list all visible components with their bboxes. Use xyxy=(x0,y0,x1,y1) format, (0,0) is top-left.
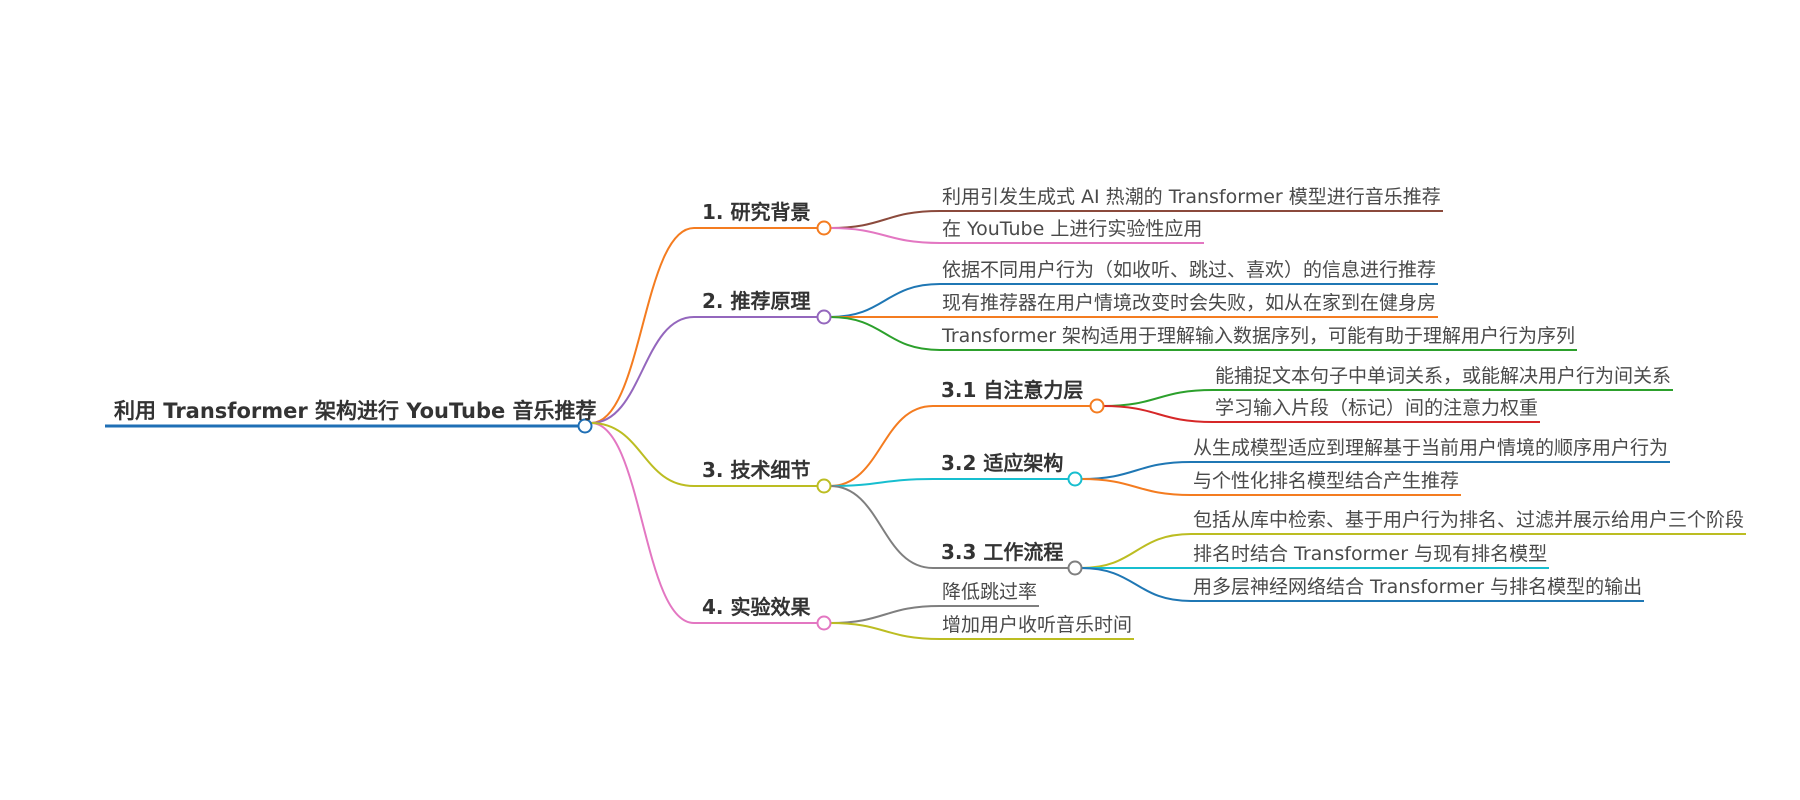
branch-node-circle xyxy=(816,478,832,494)
subbranch-connector xyxy=(829,485,934,569)
branch-node-circle xyxy=(816,615,832,631)
root-node-circle xyxy=(577,418,593,434)
leaf-connector xyxy=(1102,389,1214,407)
leaf-connector xyxy=(1102,405,1214,423)
leaf-topic[interactable]: 降低跳过率 xyxy=(942,581,1038,603)
leaf-topic[interactable]: 现有推荐器在用户情境改变时会失败，如从在家到在健身房 xyxy=(942,292,1437,314)
branch-node-circle xyxy=(816,220,832,236)
leaf-connector xyxy=(1080,533,1192,569)
branch-experiment-results[interactable]: 4. 实验效果 xyxy=(702,595,811,619)
subbranch-self-attention[interactable]: 3.1 自注意力层 xyxy=(941,378,1084,402)
subbranch-connector xyxy=(829,405,934,487)
leaf-connector xyxy=(829,283,941,318)
leaf-topic[interactable]: Transformer 架构适用于理解输入数据序列，可能有助于理解用户行为序列 xyxy=(942,325,1576,347)
leaf-connector xyxy=(1080,461,1192,480)
subbranch-node-circle xyxy=(1089,398,1105,414)
leaf-topic[interactable]: 用多层神经网络结合 Transformer 与排名模型的输出 xyxy=(1193,576,1643,598)
subbranch-workflow[interactable]: 3.3 工作流程 xyxy=(941,540,1064,564)
leaf-topic[interactable]: 排名时结合 Transformer 与现有排名模型 xyxy=(1193,543,1548,565)
leaf-topic[interactable]: 学习输入片段（标记）间的注意力权重 xyxy=(1215,397,1539,419)
leaf-topic[interactable]: 在 YouTube 上进行实验性应用 xyxy=(942,218,1203,240)
branch-connector xyxy=(590,227,695,424)
subbranch-node-circle xyxy=(1067,471,1083,487)
branch-research-background[interactable]: 1. 研究背景 xyxy=(702,200,811,224)
subbranch-adapted-architecture[interactable]: 3.2 适应架构 xyxy=(941,451,1064,475)
leaf-connector xyxy=(829,210,941,229)
leaf-connector xyxy=(829,605,941,624)
leaf-topic[interactable]: 与个性化排名模型结合产生推荐 xyxy=(1193,470,1460,492)
branch-technical-details[interactable]: 3. 技术细节 xyxy=(702,458,811,482)
branch-connector xyxy=(590,422,695,487)
branch-connector xyxy=(590,316,695,424)
subbranch-node-circle xyxy=(1067,560,1083,576)
leaf-connector xyxy=(829,622,941,640)
leaf-connector xyxy=(1080,567,1192,602)
leaf-topic[interactable]: 能捕捉文本句子中单词关系，或能解决用户行为间关系 xyxy=(1215,365,1672,387)
leaf-topic[interactable]: 增加用户收听音乐时间 xyxy=(942,614,1133,636)
branch-recommendation-principle[interactable]: 2. 推荐原理 xyxy=(702,289,811,313)
leaf-topic[interactable]: 依据不同用户行为（如收听、跳过、喜欢）的信息进行推荐 xyxy=(942,259,1437,281)
branch-node-circle xyxy=(816,309,832,325)
leaf-connector xyxy=(1080,478,1192,496)
leaf-connector xyxy=(829,316,941,351)
leaf-topic[interactable]: 包括从库中检索、基于用户行为排名、过滤并展示给用户三个阶段 xyxy=(1193,509,1745,531)
branch-connector xyxy=(590,422,695,624)
leaf-topic[interactable]: 利用引发生成式 AI 热潮的 Transformer 模型进行音乐推荐 xyxy=(942,186,1441,208)
leaf-topic[interactable]: 从生成模型适应到理解基于当前用户情境的顺序用户行为 xyxy=(1193,437,1669,459)
root-topic[interactable]: 利用 Transformer 架构进行 YouTube 音乐推荐 xyxy=(114,399,597,423)
leaf-connector xyxy=(829,227,941,244)
subbranch-connector xyxy=(829,478,934,487)
